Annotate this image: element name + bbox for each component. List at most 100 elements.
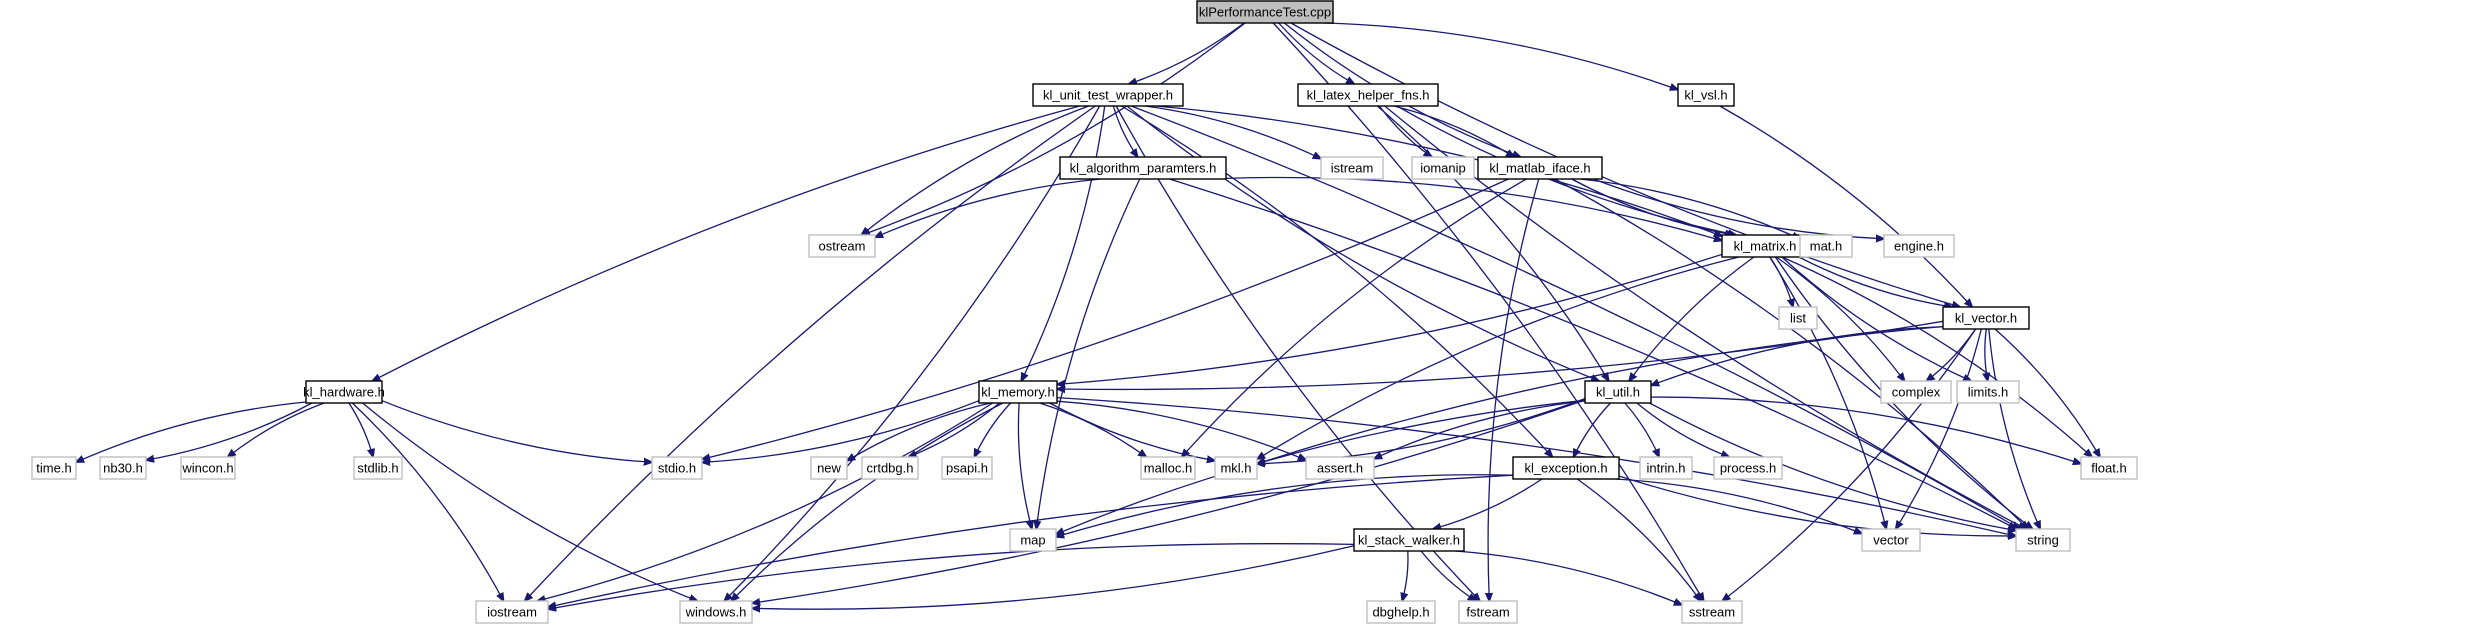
node-box <box>1956 380 2020 404</box>
edge-kl_matlab_iface_h-to-stdio_h <box>702 178 1509 459</box>
node-kl-algorithm-paramters-h[interactable]: kl_algorithm_paramters.h <box>1059 156 1227 180</box>
nodes-layer: klPerformanceTest.cpp kl_unit_test_wrappe… <box>31 0 2138 624</box>
node-label: istream <box>1331 161 1374 176</box>
edge-kl_memory_h-to-assert_h <box>1056 400 1306 460</box>
node-box <box>99 456 147 480</box>
edge-kl_hardware_h-to-iostream <box>351 402 503 601</box>
edge-kl_vector_h-to-vector <box>1896 328 1982 529</box>
edge-kl_unit_test_wrapper_h-to-kl_util_h <box>1126 105 1599 381</box>
node-engine-h: engine.h <box>1883 234 1955 258</box>
node-label: kl_unit_test_wrapper.h <box>1043 88 1173 103</box>
edge-kl_vector_h-to-mkl_h <box>1257 325 1944 464</box>
edge-kl_latex_helper_fns_h-to-kl_matlab_iface_h <box>1393 105 1514 157</box>
node-label: stdlib.h <box>357 461 398 476</box>
edge-kl_exception_h-to-sstream <box>1576 478 1701 601</box>
node-windows-h: windows.h <box>679 600 753 624</box>
node-label: complex <box>1892 385 1941 400</box>
edge-kl_vector_h-to-sstream <box>1722 328 1977 601</box>
edge-kl_unit_test_wrapper_h-to-string <box>1130 105 2020 529</box>
node-box <box>1883 234 1955 258</box>
node-label: new <box>817 461 841 476</box>
node-kl-hardware-h[interactable]: kl_hardware.h <box>303 380 385 404</box>
edge-kl_util_h-to-intrin_h <box>1624 402 1659 457</box>
node-label: string <box>2027 533 2059 548</box>
edge-kl_util_h-to-float_h <box>1650 396 2081 464</box>
node-label: assert.h <box>1317 461 1363 476</box>
node-new: new <box>810 456 848 480</box>
node-box <box>1305 456 1375 480</box>
node-label: time.h <box>36 461 71 476</box>
node-ostream: ostream <box>808 234 876 258</box>
edge-kl_latex_helper_fns_h-to-kl_util_h <box>1376 105 1608 381</box>
node-label: dbghelp.h <box>1372 605 1429 620</box>
node-box <box>2015 528 2071 552</box>
edge-kl_memory_h-to-new <box>847 402 991 461</box>
node-label: iomanip <box>1420 161 1466 176</box>
edge-kl_hardware_h-to-nb30_h <box>146 402 313 460</box>
node-crtdbg-h: crtdbg.h <box>861 456 919 480</box>
edge-kl_memory_h-to-map <box>1017 402 1031 529</box>
node-box <box>1477 156 1603 180</box>
node-stdio-h: stdio.h <box>651 456 703 480</box>
edge-kl_vector_h-to-limits_h <box>1985 328 1988 381</box>
node-box <box>1880 380 1952 404</box>
node-box <box>1411 156 1475 180</box>
node-kl-matlab-iface-h[interactable]: kl_matlab_iface.h <box>1477 156 1603 180</box>
edge-kl_hardware_h-to-stdio_h <box>381 400 652 463</box>
edge-kl_vector_h-to-float_h <box>1994 328 2100 457</box>
edge-kl_util_h-to-map <box>1056 399 1586 534</box>
node-kl-util-h[interactable]: kl_util.h <box>1584 380 1652 404</box>
node-label: list <box>1790 311 1806 326</box>
node-box <box>1713 456 1783 480</box>
node-fstream: fstream <box>1458 600 1518 624</box>
edge-kl_util_h-to-string <box>1649 402 2016 531</box>
node-box <box>810 456 848 480</box>
node-label: crtdbg.h <box>867 461 914 476</box>
node-label: wincon.h <box>181 461 233 476</box>
edge-kl_algorithm_paramters_h-to-string <box>1169 178 2017 529</box>
node-istream: istream <box>1320 156 1384 180</box>
edge-kl_algorithm_paramters_h-to-kl_matrix_h <box>1225 176 1722 240</box>
edge-kl_memory_h-to-iostream <box>537 402 994 601</box>
node-label: malloc.h <box>1144 461 1192 476</box>
node-box <box>978 380 1058 404</box>
edge-kl_unit_test_wrapper_h-to-kl_algorithm_paramters_h <box>1112 105 1137 157</box>
node-klPerformanceTest-cpp[interactable]: klPerformanceTest.cpp <box>1196 0 1334 24</box>
node-box <box>1861 528 1921 552</box>
node-kl-vector-h[interactable]: kl_vector.h <box>1942 306 2030 330</box>
node-limits-h: limits.h <box>1956 380 2020 404</box>
node-kl-unit-test-wrapper-h[interactable]: kl_unit_test_wrapper.h <box>1032 83 1184 107</box>
node-kl-stack-walker-h[interactable]: kl_stack_walker.h <box>1353 528 1465 552</box>
edges-layer <box>76 22 2100 610</box>
edge-kl_matlab_iface_h-to-fstream <box>1488 178 1540 601</box>
edge-kl_matrix_h-to-limits_h <box>1781 256 1971 381</box>
node-kl-memory-h[interactable]: kl_memory.h <box>978 380 1058 404</box>
edge-kl_util_h-to-windows_h <box>752 399 1586 603</box>
node-box <box>180 456 236 480</box>
edge-kl_stack_walker_h-to-dbghelp_h <box>1402 550 1409 601</box>
node-kl-exception-h[interactable]: kl_exception.h <box>1512 456 1620 480</box>
node-complex: complex <box>1880 380 1952 404</box>
edge-klPerformanceTest_cpp-to-ostream <box>862 22 1246 235</box>
node-mkl-h: mkl.h <box>1214 456 1258 480</box>
node-malloc-h: malloc.h <box>1140 456 1196 480</box>
node-assert-h: assert.h <box>1305 456 1375 480</box>
node-box <box>1196 0 1334 24</box>
edge-kl_memory_h-to-malloc_h <box>1039 402 1147 457</box>
node-box <box>1059 156 1227 180</box>
node-time-h: time.h <box>31 456 77 480</box>
node-box <box>1512 456 1620 480</box>
edge-kl_unit_test_wrapper_h-to-iostream <box>525 105 1096 601</box>
node-kl-latex-helper-fns-h[interactable]: kl_latex_helper_fns.h <box>1297 83 1439 107</box>
node-kl-matrix-h[interactable]: kl_matrix.h <box>1721 234 1809 258</box>
node-box <box>1639 456 1693 480</box>
edge-kl_stack_walker_h-to-windows_h <box>752 545 1355 610</box>
node-label: windows.h <box>685 605 747 620</box>
node-box <box>941 456 993 480</box>
node-map: map <box>1009 528 1057 552</box>
node-kl-vsl-h[interactable]: kl_vsl.h <box>1677 83 1735 107</box>
node-label: engine.h <box>1894 239 1944 254</box>
node-iomanip: iomanip <box>1411 156 1475 180</box>
node-label: limits.h <box>1968 385 2008 400</box>
edge-kl_memory_h-to-psapi_h <box>974 402 1012 457</box>
